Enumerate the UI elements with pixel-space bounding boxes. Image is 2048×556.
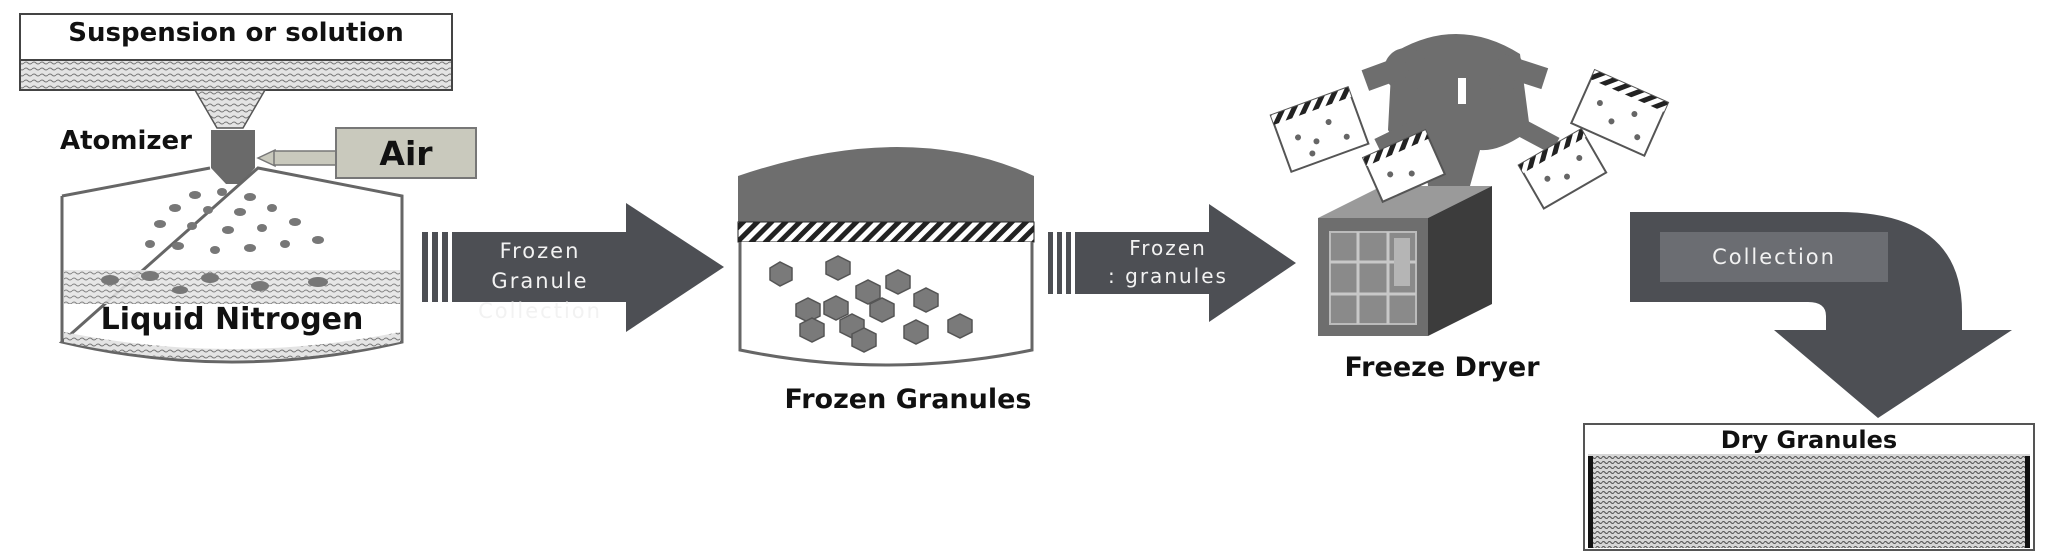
freeze-dryer [1318, 186, 1492, 336]
nitrogen-label: Liquid Nitrogen [100, 302, 364, 337]
dry-granules-tray [1583, 423, 2035, 551]
spray-droplets [101, 188, 328, 294]
tank-bottom-fill [64, 332, 400, 360]
arrow-frozen-granule-collection [422, 203, 724, 332]
arrow1-label-line1: Frozen Granule [491, 239, 589, 293]
nitrogen-tank [58, 166, 404, 364]
drying-flasks [1269, 68, 1670, 210]
air-label: Air [379, 134, 433, 173]
arrow2-label-line2: : granules [1108, 264, 1228, 288]
freeze-dryer-label: Freeze Dryer [1344, 352, 1540, 383]
arrow-frozen-granules [1048, 204, 1296, 322]
frozen-granules-label: Frozen Granules [784, 384, 1032, 415]
air-inlet [256, 127, 477, 179]
feed-hopper [19, 13, 453, 129]
arrow1-label-line2: Collection [478, 299, 602, 323]
arrow2-label-line1: Frozen [1129, 236, 1207, 260]
granule-container [737, 147, 1035, 367]
nitrogen-pool [64, 270, 400, 304]
dry-granules-label: Dry Granules [1720, 426, 1898, 454]
arrow-collection-label-box [1660, 232, 1888, 282]
atomizer-nozzle [211, 130, 255, 184]
arrow3-label: Collection [1712, 245, 1836, 269]
frozen-granules [769, 255, 973, 353]
arrow1-label: Frozen Granule Collection [452, 236, 628, 326]
feed-label: Suspension or solution [68, 18, 404, 48]
atomizer-label: Atomizer [60, 126, 193, 156]
arrow2-label: Frozen : granules [1098, 234, 1238, 290]
